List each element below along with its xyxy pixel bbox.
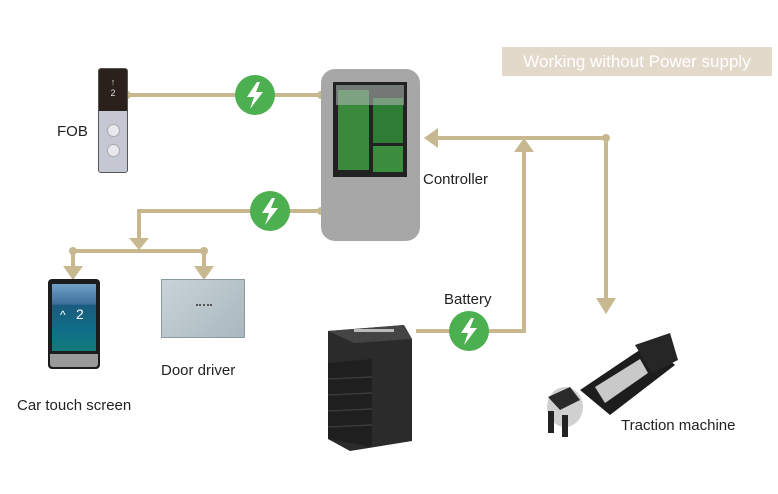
door-driver-label: Door driver [161, 362, 236, 379]
lightning-bolt-icon [250, 191, 290, 231]
traction-machine-device [547, 333, 678, 437]
floor-number: 2 [110, 88, 116, 98]
controller-label: Controller [423, 171, 489, 188]
fob-button [107, 124, 120, 137]
chevron-up-icon: ^ [60, 308, 66, 322]
door-driver-device [161, 279, 245, 338]
arrow-up-icon: ↑ [110, 77, 116, 87]
car-touch-screen-device: 2 ^ [48, 279, 100, 369]
lightning-bolt-icon [235, 75, 275, 115]
fob-device: ↑ 2 [98, 68, 128, 173]
indicator-leds [196, 304, 212, 314]
lightning-bolt-icon [449, 311, 489, 351]
arrow-down [194, 266, 214, 280]
floor-number: 2 [76, 306, 84, 322]
wire-controller-car [137, 209, 321, 240]
arrow-down [63, 266, 83, 280]
battery-label: Battery [444, 291, 492, 308]
arrow-up [514, 138, 534, 152]
arrow-down [129, 238, 149, 250]
controller-device [321, 69, 420, 241]
controller-pcb [333, 82, 407, 177]
touch-screen-display: 2 ^ [52, 284, 96, 351]
traction-machine-label: Traction machine [621, 417, 736, 434]
fob-label: FOB [57, 123, 88, 140]
touch-screen-bezel [50, 354, 98, 367]
car-touch-screen-label: Car touch screen [17, 397, 132, 414]
mode-banner: Working without Power supply [502, 47, 772, 76]
fob-display: ↑ 2 [99, 69, 127, 111]
arrow-left [424, 128, 438, 148]
arrow-down [596, 298, 616, 314]
battery-device [327, 325, 412, 451]
fob-button [107, 144, 120, 157]
